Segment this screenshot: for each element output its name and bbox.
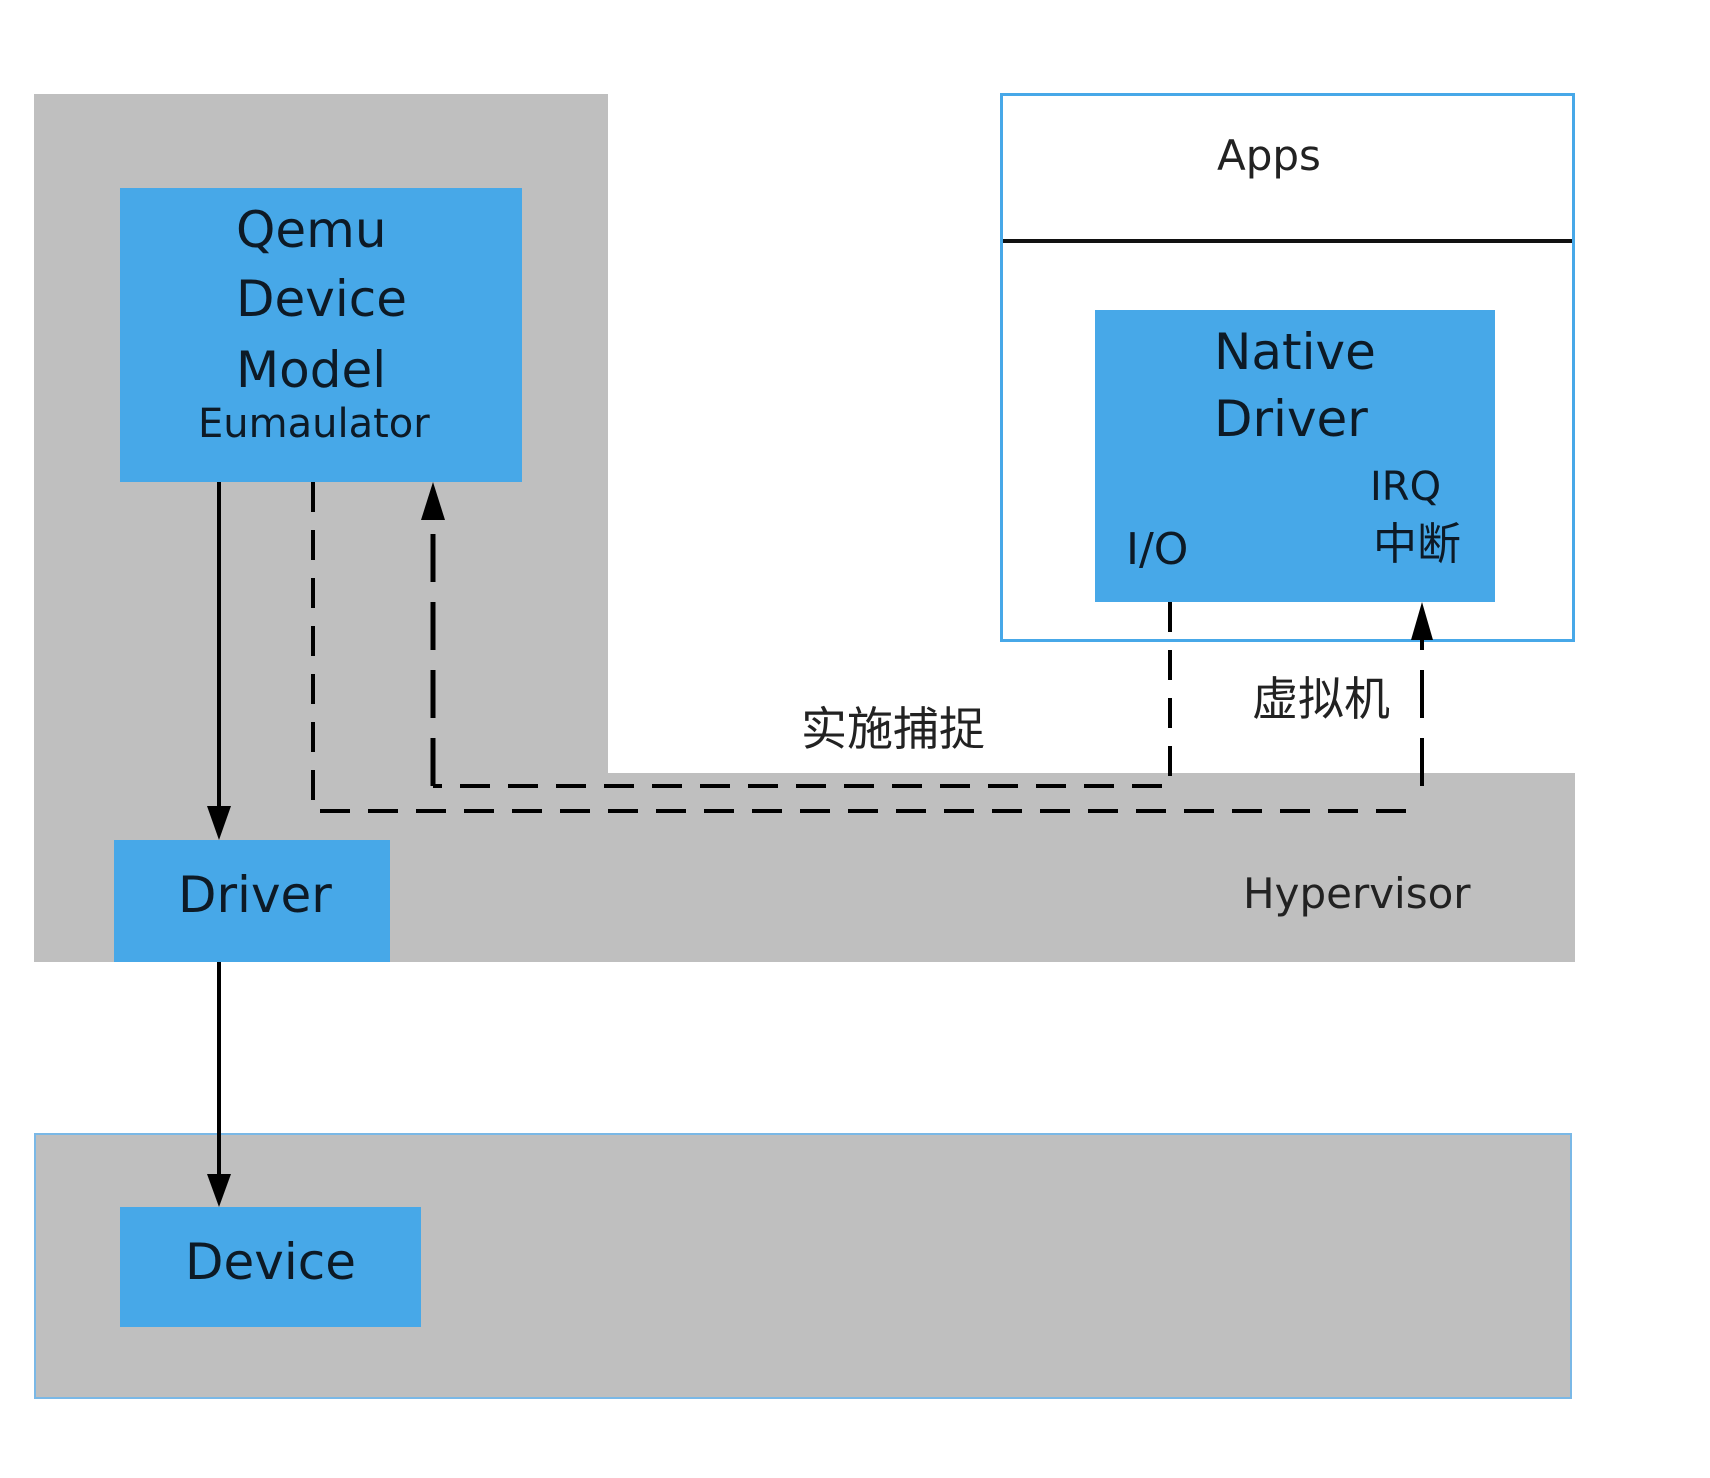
apps-label: Apps [1217, 131, 1321, 180]
driver-to-device-arrow [207, 962, 231, 1207]
qemu-device-model-box [120, 188, 522, 482]
qemu-label: Qemu [236, 201, 387, 259]
trap-label: 实施捕捉 [801, 702, 985, 756]
vm-apps-divider [1003, 239, 1572, 243]
native-driver-label-native: Native [1214, 323, 1376, 381]
device-model-label-model: Model [236, 341, 387, 399]
native-driver-label-driver: Driver [1214, 390, 1368, 448]
irq-cn-label: 中断 [1373, 519, 1461, 570]
device-model-label-device: Device [236, 270, 407, 328]
hypervisor-label: Hypervisor [1243, 869, 1471, 918]
vm-label: 虚拟机 [1252, 672, 1390, 726]
host-driver-label: Driver [178, 866, 332, 924]
io-label: I/O [1126, 524, 1189, 575]
irq-label: IRQ [1370, 464, 1442, 510]
native-driver-box [1095, 310, 1495, 602]
qemu-to-driver-arrow [207, 482, 231, 840]
irq-injection-dashed-path [311, 482, 1433, 813]
io-trap-dashed-path [421, 482, 1172, 788]
host-driver-box [114, 840, 390, 962]
eumaulator-label: Eumaulator [198, 401, 430, 447]
device-box [120, 1207, 421, 1327]
device-label: Device [185, 1233, 356, 1291]
